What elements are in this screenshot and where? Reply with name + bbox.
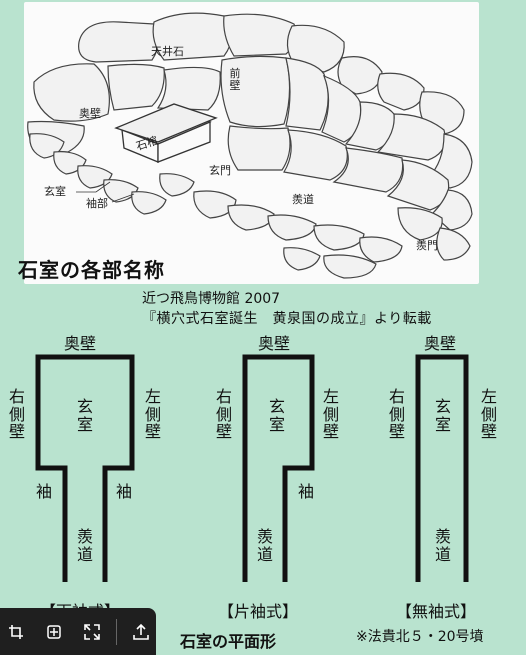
plan1-back-wall: 奥壁 xyxy=(64,334,97,353)
plan2-passage: 羨道 xyxy=(256,527,273,564)
source-line-1: 近つ飛鳥博物館 2007 xyxy=(142,291,281,307)
plan1-left-wall: 左側壁 xyxy=(144,387,161,442)
plan3-passage: 羨道 xyxy=(434,527,451,564)
plan2-right-wall: 右側壁 xyxy=(215,387,232,442)
label-entrance: 羨門 xyxy=(416,239,438,252)
plan3-chamber: 玄室 xyxy=(434,397,451,434)
plan3-back-wall: 奥壁 xyxy=(424,334,457,353)
move-icon[interactable] xyxy=(40,618,68,646)
label-gate: 玄門 xyxy=(209,164,231,177)
plan3-right-wall: 右側壁 xyxy=(388,387,405,442)
plan-single-sleeve xyxy=(242,354,315,582)
label-back-wall: 奥壁 xyxy=(79,107,101,120)
label-passage: 羨道 xyxy=(292,193,314,206)
plan2-chamber: 玄室 xyxy=(268,397,285,434)
plan2-sleeve: 袖 xyxy=(298,482,315,501)
stone-chamber-illustration: 天井石 奥壁 前壁 石棺 玄門 玄室 袖部 羨道 羨門 xyxy=(24,2,479,284)
label-ceiling-stone: 天井石 xyxy=(151,45,184,58)
plan-double-sleeve xyxy=(35,354,135,582)
label-front-wall: 前壁 xyxy=(229,67,241,92)
plan1-sleeve-left: 袖 xyxy=(36,482,53,501)
expand-icon[interactable] xyxy=(78,618,106,646)
plan1-passage: 羨道 xyxy=(76,527,93,564)
label-sleeve: 袖部 xyxy=(86,197,108,210)
upload-icon[interactable] xyxy=(127,618,155,646)
plan1-right-wall: 右側壁 xyxy=(8,387,25,442)
plan-no-sleeve xyxy=(415,354,469,582)
toolbar-divider xyxy=(116,618,117,645)
image-toolbar xyxy=(0,608,156,655)
crop-icon[interactable] xyxy=(2,618,30,646)
source-note: ※法貴北５・20号墳 xyxy=(356,629,484,645)
plan2-left-wall: 左側壁 xyxy=(322,387,339,442)
illustration-caption: 石室の各部名称 xyxy=(18,258,165,282)
plan1-chamber: 玄室 xyxy=(76,397,93,434)
plan3-left-wall: 左側壁 xyxy=(480,387,497,442)
type-no-sleeve: 【無袖式】 xyxy=(396,602,477,621)
label-chamber: 玄室 xyxy=(44,185,66,198)
type-single-sleeve: 【片袖式】 xyxy=(218,602,299,621)
stone-chamber-drawing xyxy=(27,12,473,279)
plan-section-title: 石室の平面形 xyxy=(180,632,277,651)
plan2-back-wall: 奥壁 xyxy=(258,334,291,353)
plan1-sleeve-right: 袖 xyxy=(116,482,133,501)
source-line-2: 『横穴式石室誕生 黄泉国の成立』より転載 xyxy=(142,311,432,327)
